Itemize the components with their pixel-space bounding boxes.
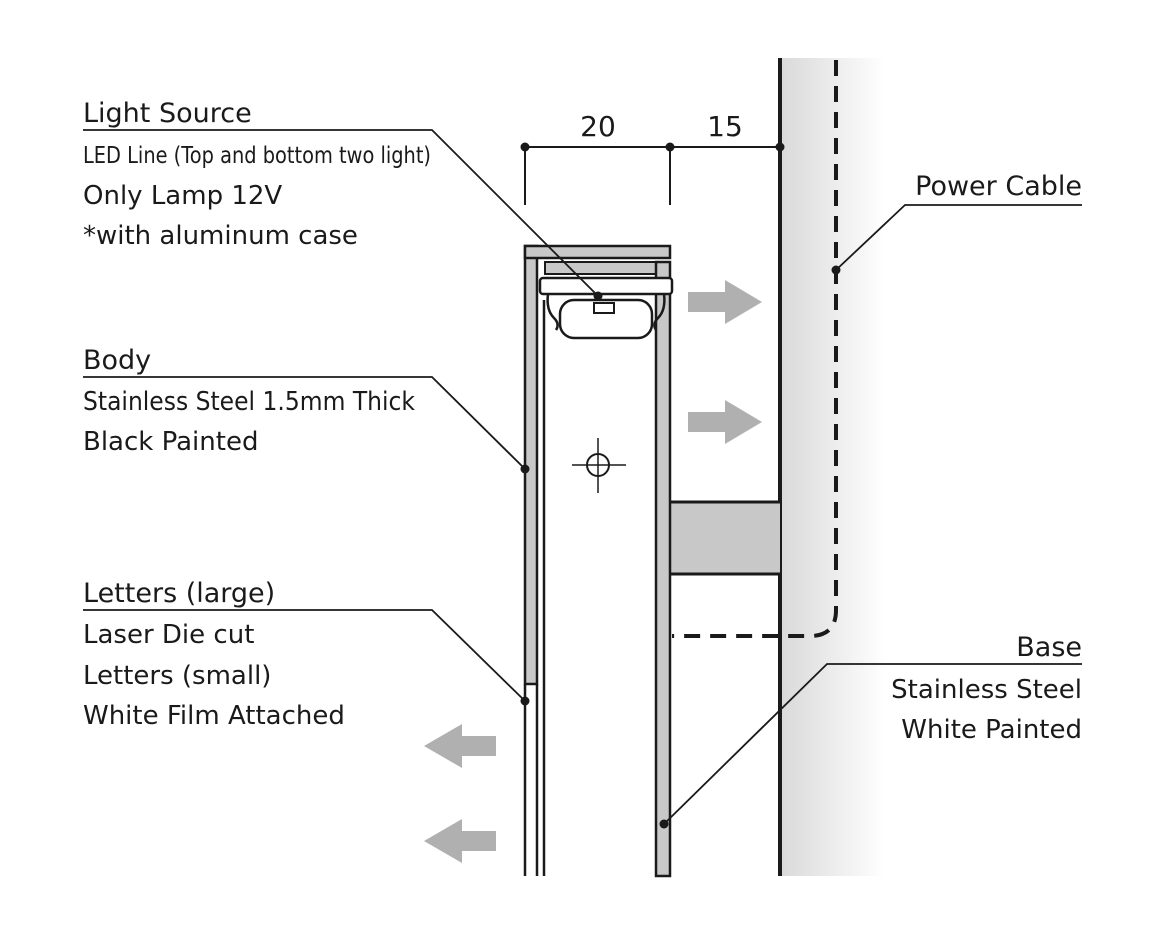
letters-line-3: White Film Attached [83, 701, 345, 731]
wall [778, 58, 885, 876]
led-clip-right [653, 293, 666, 331]
leader-dot-base [659, 819, 669, 829]
arrow-left-1 [424, 724, 496, 768]
leader-dot-body [520, 464, 530, 474]
base-line-2: White Painted [901, 715, 1082, 745]
leader-letters [83, 609, 526, 702]
light-arrows [424, 280, 762, 863]
leader-body [83, 376, 526, 470]
dim-label-20: 20 [580, 110, 616, 143]
body-line-1: Stainless Steel 1.5mm Thick [83, 387, 415, 417]
base-line-1: Stainless Steel [891, 675, 1082, 705]
leader-dot-power-cable [831, 265, 841, 275]
led-fixture [538, 276, 674, 340]
power-cable-path [672, 60, 838, 638]
led-mount-bar [544, 261, 658, 275]
arrow-right-1 [688, 280, 762, 324]
dimension-lines: 20 15 [520, 110, 785, 205]
dim-label-15: 15 [707, 110, 743, 143]
dim-dot-left [520, 142, 530, 152]
label-letters: Letters (large) Laser Die cut Letters (s… [83, 578, 345, 731]
wall-surface [780, 58, 885, 876]
dim-dot-mid [665, 142, 675, 152]
label-power-cable: Power Cable [915, 171, 1082, 202]
dim-dot-right [775, 142, 785, 152]
light-source-line-1: LED Line (Top and bottom two light) [83, 143, 431, 169]
base-block [670, 500, 780, 576]
base-title: Base [1016, 632, 1082, 663]
led-case-top [538, 276, 674, 296]
leader-dot-letters [520, 696, 530, 706]
letters-title: Letters (large) [83, 578, 275, 609]
body-line-2: Black Painted [83, 427, 258, 457]
led-clip-left [546, 293, 559, 331]
leader-power-cable [835, 204, 1082, 271]
top-plate [523, 244, 672, 260]
led-lens [558, 298, 654, 340]
center-crosshair [572, 438, 626, 493]
light-source-line-3: *with aluminum case [83, 221, 358, 251]
arrow-right-2 [688, 400, 762, 444]
body-top [523, 244, 672, 275]
leader-light-source [83, 129, 599, 297]
label-base: Base Stainless Steel White Painted [891, 632, 1082, 745]
arrow-left-2 [424, 819, 496, 863]
label-light-source: Light Source LED Line (Top and bottom tw… [83, 98, 431, 251]
light-source-title: Light Source [83, 98, 252, 129]
light-source-line-2: Only Lamp 12V [83, 181, 282, 211]
leader-base [663, 663, 1082, 825]
power-cable-title: Power Cable [915, 171, 1082, 202]
base-fill [670, 502, 780, 574]
body-title: Body [83, 345, 151, 376]
leader-lines [83, 129, 1082, 829]
leader-dot-light-source [593, 291, 603, 301]
body-right-wall [654, 260, 672, 878]
letters-line-2: Letters (small) [83, 661, 271, 691]
letters-line-1: Laser Die cut [83, 620, 254, 650]
led-chip [593, 302, 615, 314]
body-left-wall [523, 244, 546, 876]
label-body: Body Stainless Steel 1.5mm Thick Black P… [83, 345, 415, 457]
